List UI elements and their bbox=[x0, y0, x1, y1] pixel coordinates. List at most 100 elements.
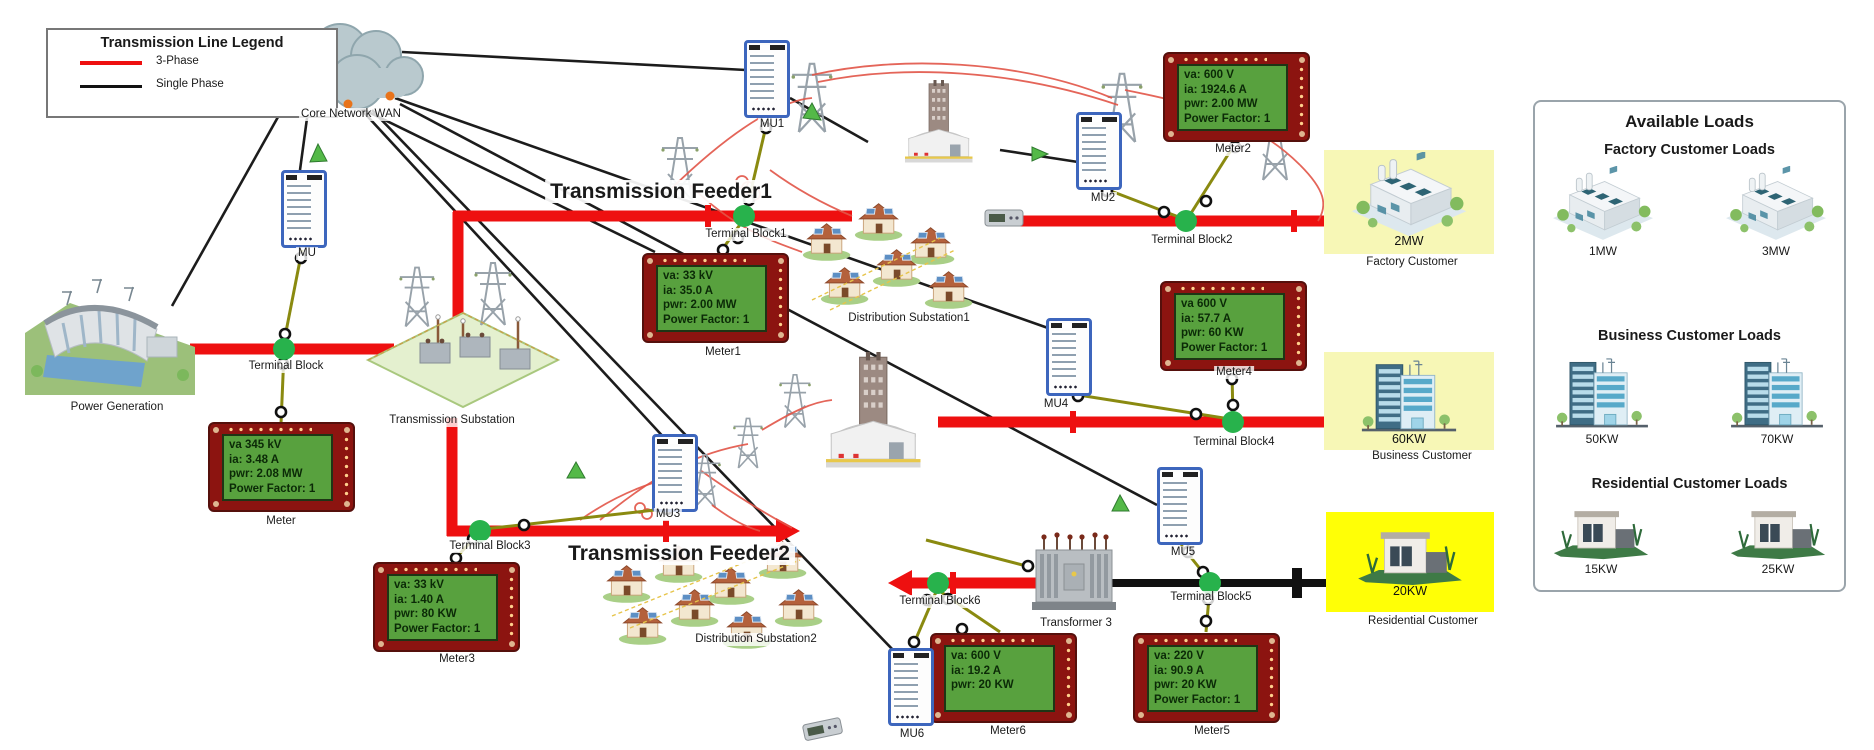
terminal-block4-node[interactable] bbox=[1222, 411, 1244, 433]
load-option-25kw[interactable]: 25KW bbox=[1730, 500, 1826, 576]
mu6-device[interactable] bbox=[888, 648, 934, 726]
label-mu5: MU5 bbox=[1168, 546, 1198, 559]
meter-line: ia: 35.0 A bbox=[663, 284, 714, 297]
meter-line: va 345 kV bbox=[229, 439, 282, 451]
meter-line: ia: 1.40 A bbox=[394, 593, 445, 606]
business-load-icon bbox=[1555, 358, 1649, 429]
residential-load-icon bbox=[1553, 510, 1649, 560]
load-option-50kw[interactable]: 50KW bbox=[1553, 352, 1651, 446]
meter-line: ia: 90.9 A bbox=[1154, 664, 1205, 677]
line-end-cap bbox=[1292, 568, 1302, 598]
terminal-block6-node[interactable] bbox=[927, 572, 949, 594]
terminal-block-node[interactable] bbox=[273, 338, 295, 360]
power-generation-illustration[interactable] bbox=[25, 279, 195, 395]
residential-loads-title: Residential Customer Loads bbox=[1591, 476, 1788, 492]
meter6-lcd: va: 600 V ia: 19.2 A pwr: 20 KW bbox=[944, 645, 1055, 712]
label-distribution-substation2: Distribution Substation2 bbox=[693, 633, 819, 646]
label-terminal-block: Terminal Block bbox=[246, 360, 326, 373]
meter1-display[interactable]: va: 33 kV ia: 35.0 A pwr: 2.00 MW Power … bbox=[642, 253, 789, 343]
transformer3-illustration[interactable] bbox=[1031, 531, 1117, 611]
central-plant-illustration[interactable] bbox=[599, 351, 922, 529]
meter-line: Power Factor: 1 bbox=[1154, 693, 1241, 706]
label-mu1: MU1 bbox=[757, 118, 787, 131]
mu1-device[interactable] bbox=[744, 40, 790, 118]
label-meter1: Meter1 bbox=[703, 346, 743, 359]
business-load-value: 60KW bbox=[1391, 432, 1427, 446]
load-option-value: 1MW bbox=[1589, 244, 1617, 258]
meter3-display[interactable]: va: 33 kV ia: 1.40 A pwr: 80 KW Power Fa… bbox=[373, 562, 520, 652]
meter-line: va 600 V bbox=[1181, 298, 1228, 310]
terminal-block1-node[interactable] bbox=[733, 205, 755, 227]
label-business-customer: Business Customer bbox=[1370, 450, 1474, 463]
meter5-display[interactable]: va: 220 V ia: 90.9 A pwr: 20 KW Power Fa… bbox=[1133, 633, 1280, 723]
load-option-value: 50KW bbox=[1585, 432, 1619, 446]
available-loads-panel: Available Loads Factory Customer Loads 1… bbox=[1533, 100, 1846, 592]
rtu-device-feeder2[interactable] bbox=[801, 716, 844, 742]
meter-line: ia: 57.7 A bbox=[1181, 312, 1232, 325]
label-terminal-block5: Terminal Block5 bbox=[1168, 591, 1254, 604]
meter-lcd: va 345 kV ia: 3.48 A pwr: 2.08 MW Power … bbox=[222, 434, 333, 501]
meter-line: pwr: 2.08 MW bbox=[229, 468, 303, 480]
terminal-block2-node[interactable] bbox=[1175, 210, 1197, 232]
load-option-70kw[interactable]: 70KW bbox=[1728, 352, 1826, 446]
load-option-value: 70KW bbox=[1760, 432, 1794, 446]
label-terminal-block6: Terminal Block6 bbox=[897, 595, 983, 608]
label-transmission-feeder1: Transmission Feeder1 bbox=[545, 180, 777, 203]
label-terminal-block4: Terminal Block4 bbox=[1191, 436, 1277, 449]
residential-customer-box[interactable]: 20KW bbox=[1326, 512, 1494, 612]
label-mu4: MU4 bbox=[1041, 398, 1071, 411]
meter-display[interactable]: va 345 kV ia: 3.48 A pwr: 2.08 MW Power … bbox=[208, 422, 355, 512]
mu5-device[interactable] bbox=[1157, 467, 1203, 545]
label-distribution-substation1: Distribution Substation1 bbox=[846, 312, 972, 325]
label-mu3: MU3 bbox=[653, 508, 683, 521]
meter5-lcd: va: 220 V ia: 90.9 A pwr: 20 KW Power Fa… bbox=[1147, 645, 1258, 712]
terminal-block5-node[interactable] bbox=[1199, 572, 1221, 594]
meter4-lcd: va 600 V ia: 57.7 A pwr: 60 KW Power Fac… bbox=[1174, 293, 1285, 360]
meter-line: ia: 19.2 A bbox=[951, 664, 1002, 677]
meter4-display[interactable]: va 600 V ia: 57.7 A pwr: 60 KW Power Fac… bbox=[1160, 281, 1307, 371]
label-meter5: Meter5 bbox=[1192, 725, 1232, 738]
load-option-value: 15KW bbox=[1584, 562, 1618, 576]
meter-line: pwr: 2.00 MW bbox=[1184, 98, 1258, 110]
mu3-device[interactable] bbox=[652, 434, 698, 512]
label-core-network-wan: Core Network WAN bbox=[299, 108, 403, 121]
label-meter3: Meter3 bbox=[437, 653, 477, 666]
meter2-display[interactable]: va: 600 V ia: 1924.6 A pwr: 2.00 MW Powe… bbox=[1163, 52, 1310, 142]
meter-line: Power Factor: 1 bbox=[1184, 112, 1271, 125]
meter-line: Power Factor: 1 bbox=[394, 622, 481, 635]
label-terminal-block2: Terminal Block2 bbox=[1149, 234, 1235, 247]
meter6-display[interactable]: va: 600 V ia: 19.2 A pwr: 20 KW bbox=[930, 633, 1077, 723]
factory-load-icon bbox=[1726, 166, 1826, 241]
factory-customer-box[interactable]: 2MW bbox=[1324, 150, 1494, 254]
business-loads-section: Business Customer Loads 50KW 70KW bbox=[1535, 328, 1844, 446]
terminal-block3-node[interactable] bbox=[469, 520, 491, 542]
factory-loads-section: Factory Customer Loads 1MW 3MW bbox=[1535, 142, 1844, 258]
factory-icon bbox=[1351, 152, 1467, 237]
load-option-1mw[interactable]: 1MW bbox=[1553, 166, 1653, 258]
mu-device[interactable] bbox=[281, 170, 327, 248]
legend-singlephase-label: Single Phase bbox=[156, 78, 224, 90]
label-terminal-block3: Terminal Block3 bbox=[447, 540, 533, 553]
label-power-generation: Power Generation bbox=[68, 401, 166, 414]
label-meter4: Meter4 bbox=[1214, 366, 1254, 379]
label-mu: MU bbox=[296, 247, 318, 260]
meter-line: Power Factor: 1 bbox=[229, 482, 316, 495]
load-option-15kw[interactable]: 15KW bbox=[1553, 500, 1649, 576]
load-option-3mw[interactable]: 3MW bbox=[1726, 166, 1826, 258]
mu4-device[interactable] bbox=[1046, 318, 1092, 396]
mu2-device[interactable] bbox=[1076, 112, 1122, 190]
meter-line: ia: 1924.6 A bbox=[1184, 83, 1247, 96]
rtu-device-feeder1[interactable] bbox=[984, 209, 1024, 227]
label-transformer3: Transformer 3 bbox=[1038, 617, 1114, 630]
residential-load-icon bbox=[1730, 510, 1826, 560]
factory-loads-title: Factory Customer Loads bbox=[1604, 142, 1775, 158]
meter-line: va: 33 kV bbox=[663, 270, 713, 282]
business-load-icon bbox=[1730, 358, 1824, 429]
business-customer-box[interactable]: 60KW bbox=[1324, 352, 1494, 450]
residential-loads-section: Residential Customer Loads 15KW 25KW bbox=[1535, 476, 1844, 576]
legend-3phase-swatch bbox=[80, 61, 142, 65]
legend-title: Transmission Line Legend bbox=[100, 35, 284, 51]
meter2-lcd: va: 600 V ia: 1924.6 A pwr: 2.00 MW Powe… bbox=[1177, 64, 1288, 131]
